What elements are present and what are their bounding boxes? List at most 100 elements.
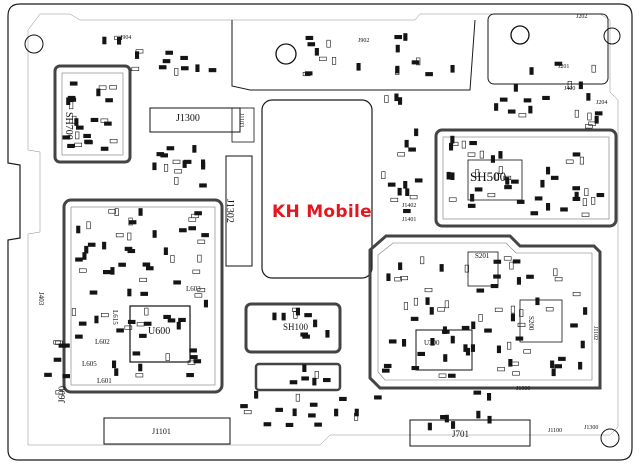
smd-part: [166, 146, 175, 151]
test-point-top-center: [275, 43, 297, 65]
smd-part: [493, 274, 501, 279]
smd-part: [390, 197, 399, 202]
smd-part: [394, 93, 399, 102]
smd-part: [476, 410, 481, 419]
smd-part: [100, 146, 109, 151]
smd-part: [176, 321, 181, 330]
smd-part: [401, 338, 407, 347]
smd-part: [112, 360, 117, 369]
smd-part: [572, 196, 581, 201]
smd-part: [174, 169, 182, 174]
smd-part: [478, 314, 483, 322]
smd-part: [356, 62, 361, 71]
smd-part: [473, 390, 482, 395]
smd-part: [160, 153, 168, 158]
smd-part: [465, 347, 471, 356]
smd-part: [84, 245, 89, 254]
label-l602: L602: [95, 338, 110, 346]
smd-part: [437, 307, 445, 312]
smd-part: [447, 373, 456, 378]
smd-part: [114, 368, 119, 376]
smd-part: [540, 179, 545, 188]
label-j1402: J1402: [402, 203, 417, 209]
smd-part: [68, 97, 77, 102]
smd-part: [295, 393, 300, 402]
smd-part: [128, 220, 137, 225]
label-sh700: SH700: [63, 112, 74, 140]
smd-part: [578, 361, 583, 370]
smd-part: [118, 262, 126, 267]
smd-part: [487, 415, 492, 424]
smd-part: [208, 68, 217, 73]
chip-u600: [129, 305, 191, 363]
smd-part: [334, 408, 339, 417]
smd-part: [448, 142, 454, 151]
smd-part: [307, 42, 316, 47]
smd-part: [140, 291, 148, 296]
smd-part: [565, 159, 574, 164]
smd-part: [484, 328, 492, 333]
smd-part: [165, 50, 173, 55]
shield-sh100: [244, 302, 342, 354]
smd-part: [408, 147, 416, 152]
smd-part: [325, 329, 330, 338]
smd-part: [314, 47, 319, 56]
smd-part: [411, 365, 420, 371]
smd-part: [339, 396, 347, 402]
smd-part: [194, 293, 203, 298]
smd-part: [105, 98, 113, 103]
smd-part: [69, 101, 74, 110]
smd-part: [108, 209, 116, 214]
smd-part: [470, 193, 475, 202]
smd-part: [136, 322, 145, 327]
label-j1302: J1302: [224, 199, 235, 223]
smd-part: [475, 169, 480, 177]
smd-part: [272, 312, 277, 321]
smd-part: [82, 252, 87, 260]
smd-part: [143, 321, 152, 326]
connector-j701: [409, 419, 531, 447]
smd-part: [498, 166, 503, 174]
smd-part: [554, 277, 563, 282]
smd-part: [424, 287, 433, 293]
smd-part: [523, 98, 532, 103]
smd-part: [302, 364, 307, 373]
center-window: [261, 99, 373, 279]
smd-part: [127, 319, 136, 325]
smd-part: [397, 187, 402, 196]
smd-part: [494, 103, 499, 111]
smd-part: [512, 259, 521, 264]
smd-part: [263, 422, 272, 427]
smd-part: [179, 228, 187, 233]
smd-part: [158, 65, 167, 70]
smd-part: [301, 376, 309, 381]
smd-part: [584, 188, 589, 196]
smd-part: [304, 71, 313, 76]
smd-part: [138, 363, 143, 372]
smd-part: [144, 307, 149, 316]
smd-part: [580, 340, 585, 349]
smd-part: [579, 156, 585, 165]
label-j1102: J1102: [592, 326, 598, 341]
smd-part: [586, 93, 591, 101]
smd-part: [309, 402, 318, 407]
smd-part: [398, 262, 403, 271]
smd-part: [596, 193, 605, 198]
smd-part: [173, 280, 181, 285]
shield-sh700: [53, 64, 132, 164]
smd-part: [174, 177, 179, 185]
smd-part: [591, 64, 596, 73]
smd-part: [102, 241, 107, 250]
label-j202: J202: [576, 14, 588, 20]
smd-part: [499, 97, 508, 102]
label-l605: L605: [82, 360, 97, 368]
smd-part: [142, 262, 151, 267]
smd-part: [395, 44, 400, 53]
smd-part: [572, 291, 581, 297]
smd-part: [486, 392, 492, 401]
smd-part: [583, 307, 588, 315]
smd-part: [572, 186, 581, 191]
smd-part: [152, 230, 157, 238]
label-j1100: J1100: [548, 428, 563, 434]
smd-part: [469, 141, 477, 146]
